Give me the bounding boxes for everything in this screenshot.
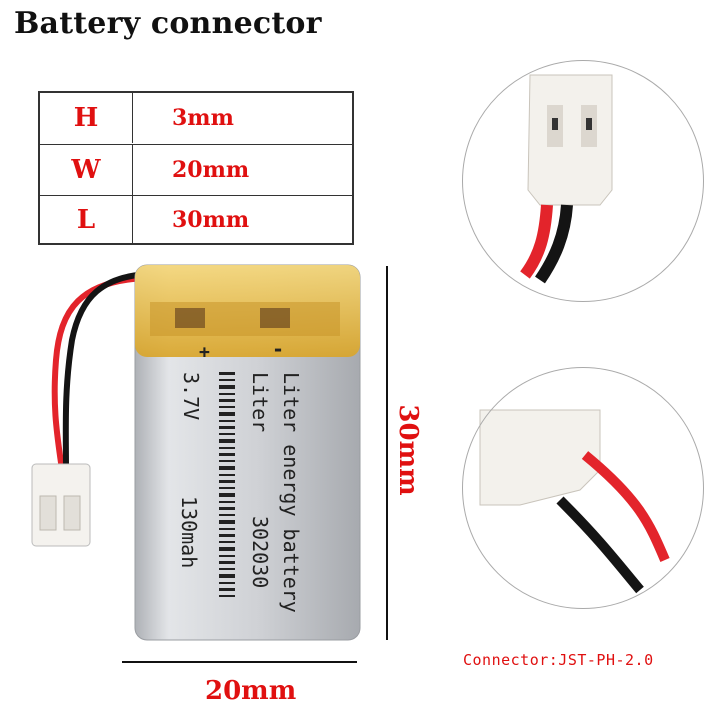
positive-terminal: +: [199, 342, 210, 363]
barcode: [219, 372, 235, 597]
battery-capacity: 130mah: [177, 496, 201, 568]
battery-description: Liter energy battery: [279, 372, 303, 613]
connector-zoom-circle-top: [462, 60, 704, 302]
dimension-key: W: [40, 145, 133, 195]
battery-cell: + - 3.7V 130mah Liter 302030 Liter energ…: [134, 264, 361, 641]
height-measure-label: 30mm: [393, 404, 423, 496]
battery-voltage: 3.7V: [179, 372, 203, 420]
dimension-row-height: H 3mm: [40, 93, 352, 143]
width-measure-label: 20mm: [205, 676, 297, 706]
jst-plug: [31, 463, 91, 547]
dimension-row-length: L 30mm: [40, 195, 352, 244]
dimension-key: L: [40, 196, 133, 244]
dimension-table: H 3mm W 20mm L 30mm: [38, 91, 354, 245]
connector-zoom-circle-bottom: [462, 367, 704, 609]
dimension-value: 30mm: [172, 207, 250, 233]
black-wire: [62, 270, 163, 471]
dimension-value: 3mm: [172, 105, 234, 131]
negative-terminal: -: [272, 337, 284, 361]
page-title: Battery connector: [14, 6, 322, 41]
dimension-key: H: [40, 93, 133, 143]
battery-brand: Liter: [248, 372, 272, 432]
connector-type-label: Connector:JST-PH-2.0: [463, 651, 654, 669]
dimension-row-width: W 20mm: [40, 144, 352, 195]
battery-model: 302030: [248, 516, 272, 588]
dimension-value: 20mm: [172, 157, 250, 183]
